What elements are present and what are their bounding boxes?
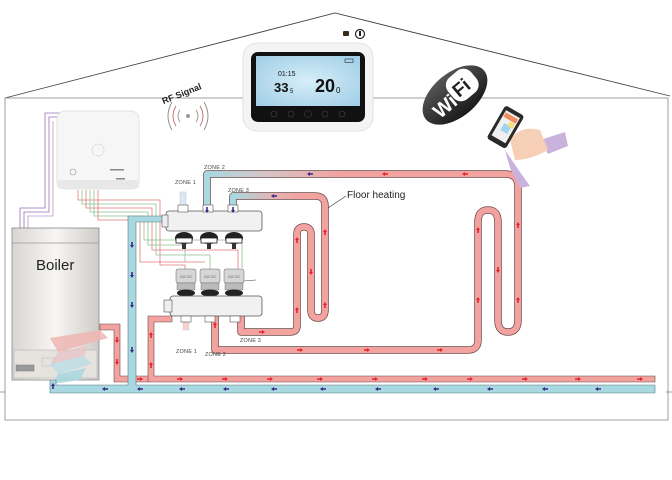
- flow-arrow: [467, 377, 473, 381]
- flow-arrow: [375, 387, 381, 391]
- lower-zone-1-label: ZONE 1: [176, 349, 197, 355]
- flow-arrow: [437, 348, 443, 352]
- svg-text:24V DC: 24V DC: [204, 275, 217, 279]
- flow-arrow: [309, 269, 313, 275]
- flow-arrow: [382, 172, 388, 176]
- flow-arrow: [177, 377, 183, 381]
- flow-arrow: [271, 387, 277, 391]
- floor-heating-label: Floor heating: [347, 190, 405, 201]
- flow-arrow: [130, 347, 134, 353]
- boiler-label: Boiler: [36, 257, 74, 274]
- flow-arrow: [323, 229, 327, 235]
- flow-arrow: [267, 377, 273, 381]
- flow-arrow: [542, 387, 548, 391]
- thermostat-room-temp-int: 33: [274, 80, 288, 95]
- rf-signal: RF Signal: [161, 81, 209, 131]
- flow-arrow: [364, 348, 370, 352]
- flow-arrow: [137, 387, 143, 391]
- flow-arrow: [307, 172, 313, 176]
- flow-arrow: [422, 377, 428, 381]
- flow-arrow: [487, 387, 493, 391]
- lower-manifold: [163, 295, 263, 323]
- flow-arrow: [575, 377, 581, 381]
- flow-arrow: [595, 387, 601, 391]
- actuators: 24V DC 24V DC 24V DC: [175, 268, 257, 297]
- flow-arrow: [179, 387, 185, 391]
- flow-arrow: [51, 383, 55, 389]
- flow-arrow: [476, 227, 480, 233]
- flow-arrow: [462, 172, 468, 176]
- flow-arrow: [372, 377, 378, 381]
- thermostat-time: 01:15: [278, 71, 296, 78]
- flow-arrow: [130, 272, 134, 278]
- router-icon: [343, 31, 349, 36]
- flow-arrow: [222, 377, 228, 381]
- flow-arrow: [213, 322, 217, 328]
- hand-with-phone-icon: [487, 106, 568, 188]
- actuator: 24V DC: [199, 268, 221, 297]
- wifi-thermostat: 01:15 33 5 20 0: [242, 28, 374, 132]
- upper-zone-2-label: ZONE 2: [204, 165, 225, 171]
- upper-zone-1-label: ZONE 1: [175, 180, 196, 186]
- flow-arrow: [637, 377, 643, 381]
- flow-arrow: [297, 348, 303, 352]
- rf-signal-label: RF Signal: [161, 81, 203, 106]
- upper-manifold: [161, 204, 263, 249]
- cold-return-pipe: [49, 215, 656, 394]
- flow-arrow: [295, 307, 299, 313]
- flow-arrow: [115, 337, 119, 343]
- receiver-unit: [56, 110, 140, 190]
- flow-arrow: [149, 362, 153, 368]
- flow-arrow: [516, 297, 520, 303]
- flow-arrow: [102, 387, 108, 391]
- flow-arrow: [516, 222, 520, 228]
- flow-arrow: [223, 387, 229, 391]
- flow-arrow: [317, 377, 323, 381]
- thermostat-buttons: [270, 110, 346, 118]
- lower-zone-2-label: ZONE 2: [205, 352, 226, 358]
- flow-arrow: [271, 194, 277, 198]
- power-plug-icon: [354, 28, 366, 40]
- flow-arrow: [137, 377, 143, 381]
- valve-caps: [175, 232, 243, 249]
- wifi-logo-icon: Wi Fi: [422, 65, 488, 125]
- thermostat-set-temp-dec: 0: [336, 86, 341, 95]
- svg-text:24V DC: 24V DC: [180, 275, 193, 279]
- thermostat-room-temp-dec: 5: [290, 89, 294, 95]
- actuator: 24V DC: [175, 268, 197, 297]
- flow-arrow: [433, 387, 439, 391]
- upper-zone-3-label: ZONE 3: [228, 188, 249, 194]
- rf-waves-icon: [167, 101, 209, 131]
- flow-arrow: [130, 242, 134, 248]
- svg-text:24V DC: 24V DC: [228, 275, 241, 279]
- thermostat-set-temp-int: 20: [315, 76, 335, 96]
- flow-arrow: [323, 302, 327, 308]
- zone-labels: ZONE 1 ZONE 2 ZONE 3 ZONE 1 ZONE 2 ZONE …: [175, 165, 261, 358]
- flow-arrow: [231, 207, 235, 213]
- lower-zone-3-label: ZONE 3: [240, 338, 261, 344]
- flow-arrow: [496, 267, 500, 273]
- flow-arrow: [115, 359, 119, 365]
- flow-arrow: [476, 297, 480, 303]
- floor-heating-callout: Floor heating: [327, 190, 405, 209]
- flow-arrow: [522, 377, 528, 381]
- flow-arrow: [295, 237, 299, 243]
- heat-exchanger: [50, 330, 108, 384]
- flow-arrow: [205, 207, 209, 213]
- hot-supply-pipe: [99, 315, 656, 383]
- flow-arrow: [259, 330, 265, 334]
- flow-arrow: [149, 332, 153, 338]
- flow-arrow: [320, 387, 326, 391]
- flow-arrow: [130, 302, 134, 308]
- actuator: 24V DC: [223, 268, 245, 297]
- flow-arrows: [51, 172, 643, 391]
